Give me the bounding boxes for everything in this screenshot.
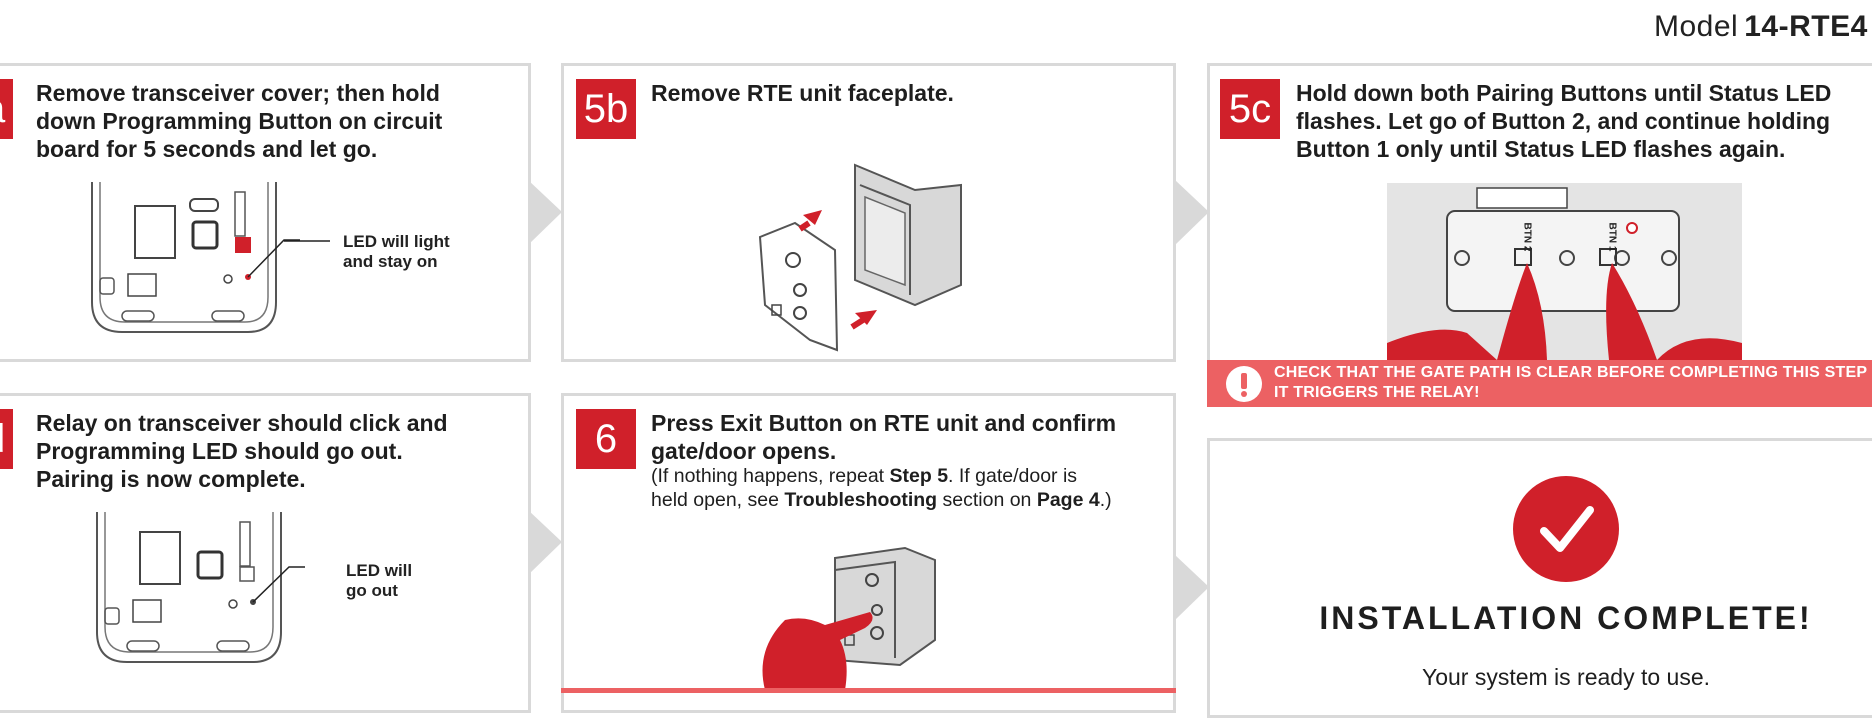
step-6-title-line2: gate/door opens. xyxy=(651,438,837,464)
note-bold-step5: Step 5 xyxy=(889,465,949,487)
exit-button-press-illustration xyxy=(762,546,936,690)
step-5d-callout-line2: go out xyxy=(346,581,398,600)
step-6-title-line1: Press Exit Button on RTE unit and confir… xyxy=(651,410,1117,436)
step-5d-title-line3: Pairing is now complete. xyxy=(36,466,306,492)
model-number: 14-RTE4 xyxy=(1744,10,1868,43)
installation-complete-title: INSTALLATION COMPLETE! xyxy=(1319,600,1813,636)
arrow-chevron-right xyxy=(528,510,562,575)
pairing-buttons-illustration xyxy=(1387,183,1742,360)
note-text: held open, see xyxy=(651,489,785,511)
callout-line xyxy=(284,240,330,242)
circuit-board-illustration xyxy=(96,512,305,663)
step-6-note-line2: held open, see Troubleshooting section o… xyxy=(651,488,1112,512)
step-5d-title-line2: Programming LED should go out. xyxy=(36,438,403,464)
note-text: section on xyxy=(937,489,1037,511)
arrow-chevron-right xyxy=(1175,555,1209,620)
note-bold-troubleshooting: Troubleshooting xyxy=(784,489,938,511)
step-5d-callout-line1: LED will xyxy=(346,561,413,580)
step-5c-title-line1: Hold down both Pairing Buttons until Sta… xyxy=(1296,80,1832,106)
checkmark-icon xyxy=(1513,476,1619,582)
step-5a-badge: 5a xyxy=(0,79,13,139)
warning-banner: CHECK THAT THE GATE PATH IS CLEAR BEFORE… xyxy=(1207,360,1872,407)
exclamation-icon xyxy=(1226,366,1262,402)
step-6-note-line1: (If nothing happens, repeat Step 5. If g… xyxy=(651,464,1077,488)
faceplate-removal-illustration xyxy=(758,163,962,352)
step-5d-title-line1: Relay on transceiver should click and xyxy=(36,410,448,436)
step-5b-badge: 5b xyxy=(576,79,636,139)
warning-text-line2: IT TRIGGERS THE RELAY! xyxy=(1274,384,1480,401)
step-5b-title: Remove RTE unit faceplate. xyxy=(651,80,954,106)
step-6-badge: 6 xyxy=(576,409,636,469)
arrow-chevron-right xyxy=(528,180,562,245)
step-5c-title-line3: Button 1 only until Status LED flashes a… xyxy=(1296,136,1786,162)
warning-text-line1: CHECK THAT THE GATE PATH IS CLEAR BEFORE… xyxy=(1274,364,1868,381)
note-text: .) xyxy=(1099,489,1112,511)
arrow-chevron-right xyxy=(1175,180,1209,245)
circuit-board-illustration xyxy=(91,182,300,333)
step-6-bottom-bar xyxy=(561,688,1176,693)
step-5c-badge: 5c xyxy=(1220,79,1280,139)
btn2-label: BTN 2 xyxy=(1521,222,1533,252)
step-5a-callout-line2: and stay on xyxy=(343,252,438,271)
step-5a-title: Remove transceiver cover; then hold down… xyxy=(36,80,443,162)
note-text: . If gate/door is xyxy=(948,465,1078,487)
note-text: (If nothing happens, repeat xyxy=(651,465,890,487)
model-label: Model xyxy=(1654,10,1739,43)
installation-complete-subtitle: Your system is ready to use. xyxy=(1421,664,1711,690)
note-bold-page4: Page 4 xyxy=(1036,489,1100,511)
btn1-label: BTN 1 xyxy=(1606,222,1618,252)
step-5d-badge: 5d xyxy=(0,409,13,469)
step-5a-callout-line1: LED will light xyxy=(343,232,450,251)
step-5c-title-line2: flashes. Let go of Button 2, and continu… xyxy=(1296,108,1831,134)
